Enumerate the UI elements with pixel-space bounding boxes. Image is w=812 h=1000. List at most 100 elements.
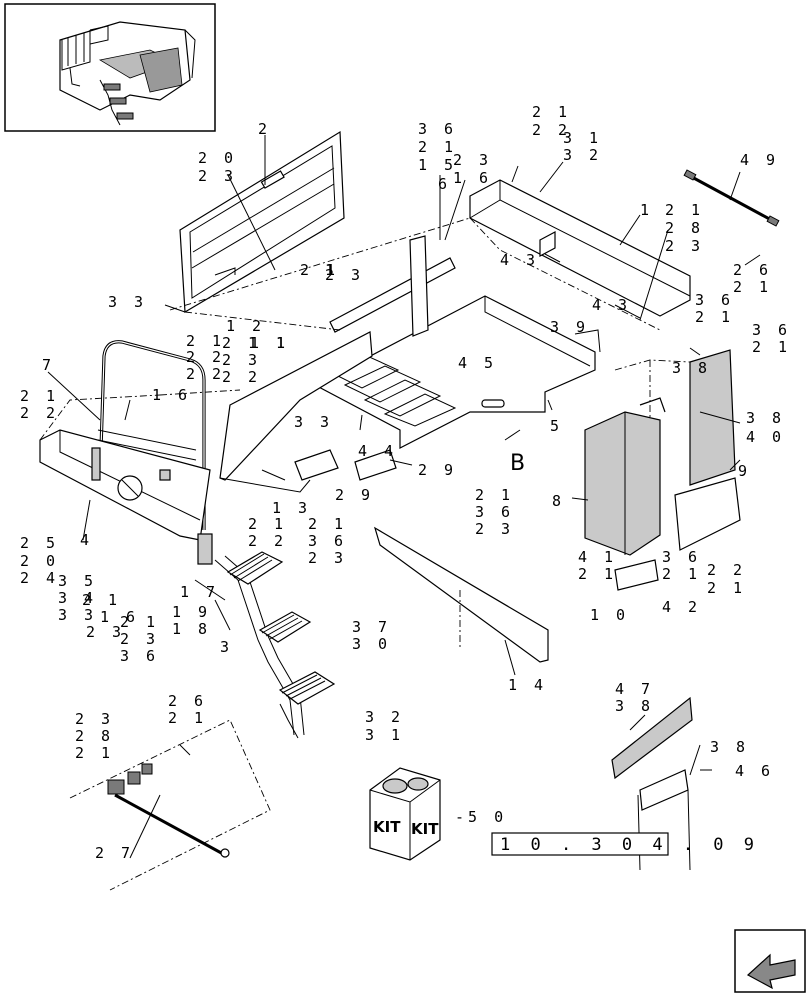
callout: 2 3	[308, 549, 347, 567]
side-rail-6	[329, 235, 456, 337]
callout: 2 2	[248, 532, 287, 550]
side-panel-8	[584, 397, 666, 556]
callout: 4 1	[578, 548, 617, 566]
callout: 2 4	[20, 569, 59, 587]
callout: 1	[325, 261, 338, 279]
callout: 4 7	[615, 680, 654, 698]
callout: 4 0	[746, 428, 785, 446]
callout: 3 6	[308, 532, 347, 550]
callout: 2 6	[168, 692, 207, 710]
callout: 1 7	[180, 583, 219, 601]
callout: 2 5	[20, 534, 59, 552]
callout: 3	[220, 638, 233, 656]
callout: 2 3	[75, 710, 114, 728]
callout: 3 2	[563, 146, 602, 164]
callout: 2 7	[95, 844, 134, 862]
callout: 9	[738, 462, 751, 480]
callout: 2 6	[733, 261, 772, 279]
callout: 1 6	[453, 169, 492, 187]
callout: 1	[276, 334, 289, 352]
panel-14	[373, 526, 549, 663]
callout: 3 6	[695, 291, 734, 309]
callout: 2 8	[665, 219, 704, 237]
callout: 4 3	[592, 296, 631, 314]
detail-b	[69, 719, 271, 891]
callout: 3 6	[418, 120, 457, 138]
callout: 4 5	[458, 354, 497, 372]
callout: 3 8	[615, 697, 654, 715]
callout: 2 2	[20, 404, 59, 422]
rear-panel	[179, 130, 345, 314]
callout: 3 7	[352, 618, 391, 636]
kit-box: KIT KIT	[369, 767, 441, 861]
callout: 2 1	[665, 201, 704, 219]
callout: 4 3	[500, 251, 539, 269]
callout: 1 0	[590, 606, 629, 624]
callout: 2 9	[335, 486, 374, 504]
assembly-guides	[39, 217, 691, 650]
callout: 2 1	[248, 515, 287, 533]
callout: 8	[552, 492, 565, 510]
callout: 3 0	[352, 635, 391, 653]
callout: 1 6	[100, 608, 139, 626]
callout: 3 9	[550, 318, 589, 336]
callout: 2 1	[752, 338, 791, 356]
callout: 2 1	[733, 278, 772, 296]
callout: 1 4	[508, 676, 547, 694]
leader-lines	[47, 135, 761, 859]
callout: 3 6	[120, 647, 159, 665]
callout: 2 1	[300, 261, 339, 279]
callout: 2 1	[578, 565, 617, 583]
callout: 2 1	[186, 332, 225, 350]
callout: 6	[438, 175, 451, 193]
kit-label-left: KIT	[373, 818, 401, 836]
callout: 1 1	[250, 334, 289, 352]
callout: 2 2	[186, 348, 225, 366]
ladder-3	[214, 551, 336, 739]
callout: 1 6	[152, 386, 191, 404]
callout: 2 1	[662, 565, 701, 583]
platform-floor	[313, 295, 601, 449]
callout: 5	[550, 417, 563, 435]
step-panel-13	[219, 331, 373, 493]
kit-label-right: KIT	[411, 820, 439, 838]
callout: 2 2	[186, 365, 225, 383]
callout: 2 3	[325, 266, 364, 284]
detail-a	[611, 696, 693, 871]
callout: 7	[42, 356, 55, 374]
callout: 1 3	[272, 499, 311, 517]
callout: 3 3	[58, 606, 97, 624]
side-panel-9	[674, 349, 741, 551]
callout: 2 1	[75, 744, 114, 762]
callout: 3 6	[662, 548, 701, 566]
rod-49	[683, 169, 780, 227]
callout: 2 3	[453, 151, 492, 169]
callout: 2 1	[532, 103, 571, 121]
callout: 2 1	[120, 613, 159, 631]
callout: 2 1	[695, 308, 734, 326]
callout: 2 3	[120, 630, 159, 648]
callout: 3 1	[563, 129, 602, 147]
callout: 2 1	[20, 387, 59, 405]
callout: 4 9	[740, 151, 779, 169]
callout: 2 9	[418, 461, 457, 479]
callout: 2	[258, 120, 271, 138]
page-arrow-icon[interactable]	[734, 929, 806, 993]
callout: 3 6	[475, 503, 514, 521]
callout: 3 3	[294, 413, 333, 431]
callout: 3 1	[365, 726, 404, 744]
callout: 4 6	[735, 762, 774, 780]
callout: 4 2	[662, 598, 701, 616]
callout: 2 1	[418, 138, 457, 156]
front-bracket-1	[469, 179, 691, 317]
callout: 1	[640, 201, 653, 219]
callout: 3 8	[672, 359, 711, 377]
callout: 3 8	[746, 409, 785, 427]
callout: 1 5	[418, 156, 457, 174]
callout-numbers: 2 2 0 2 3 3 6 2 1 1 5 2 3 1 6 6 2 1 2 2 …	[20, 103, 791, 862]
callout: 2 8	[75, 727, 114, 745]
callout: 3 4	[58, 589, 97, 607]
callout: 2 2	[707, 561, 746, 579]
callout: 4	[80, 531, 93, 549]
